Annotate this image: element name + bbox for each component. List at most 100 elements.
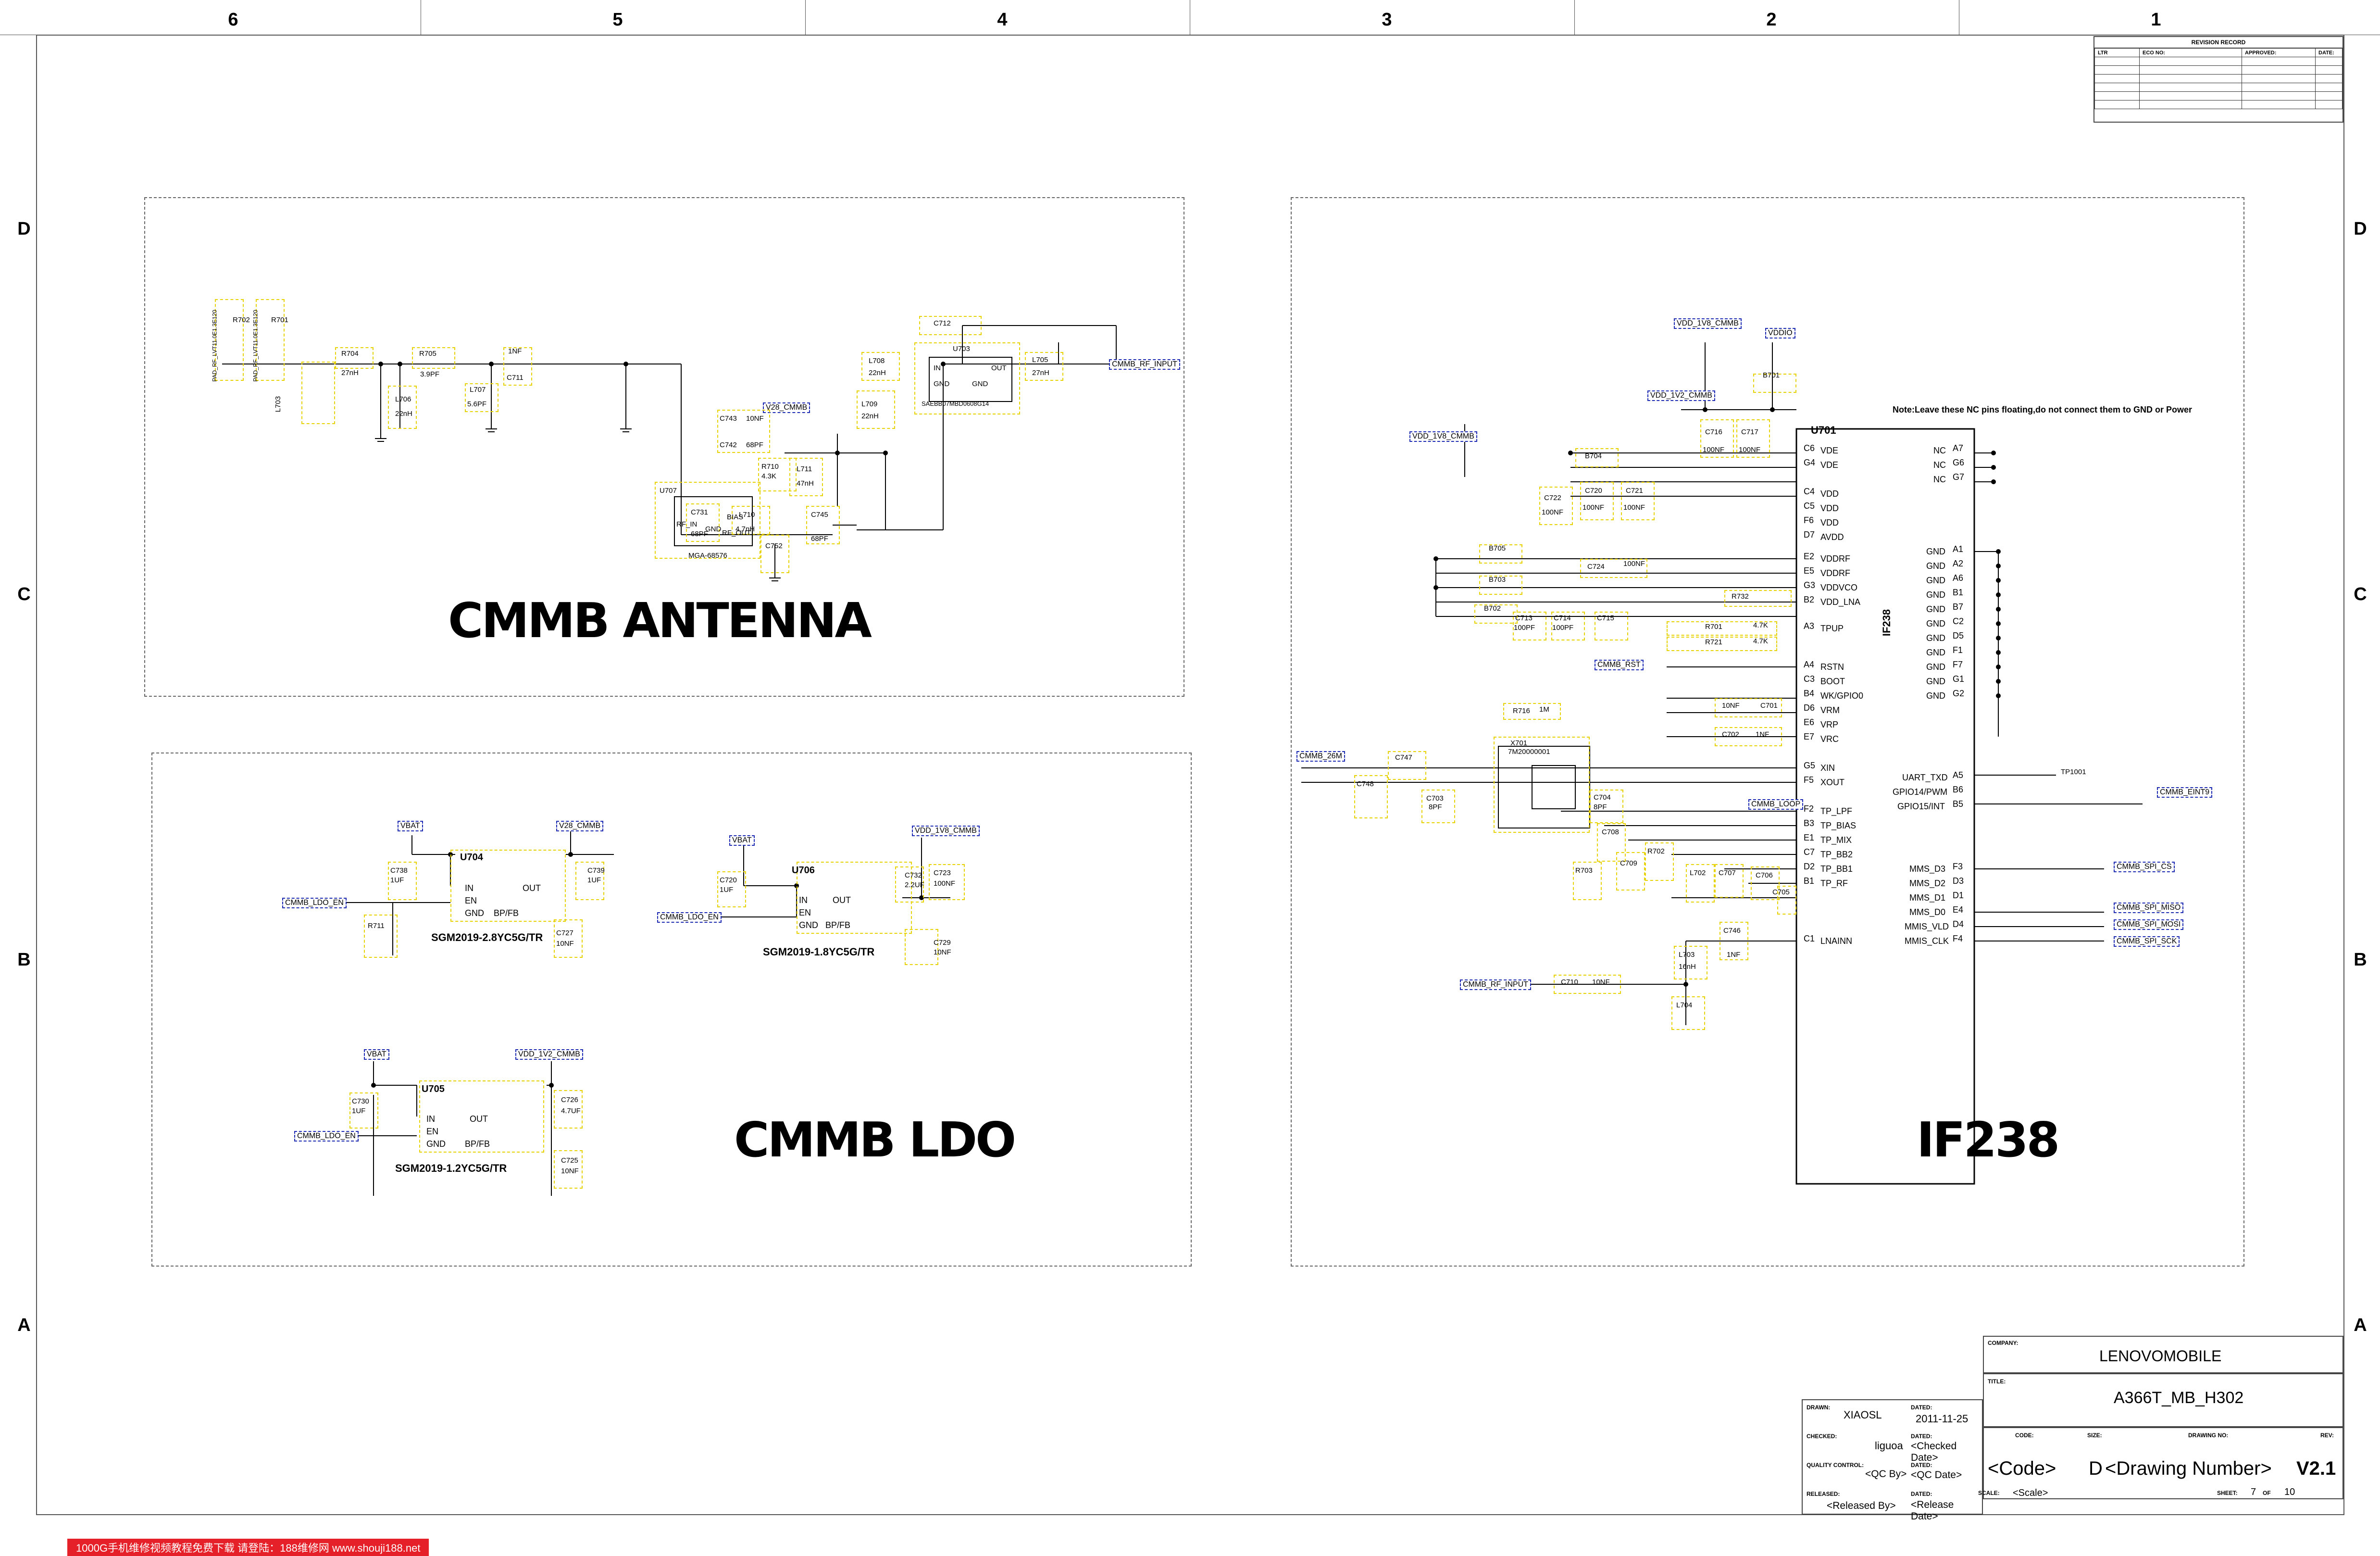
net-label: V28_CMMB <box>556 821 604 831</box>
title-label: TITLE: <box>1988 1378 2006 1385</box>
pin-ball: A7 <box>1953 443 1964 453</box>
pin-name: VDDRF <box>1820 568 1850 578</box>
qc-date: <QC Date> <box>1911 1469 1962 1481</box>
pin-name: AVDD <box>1820 532 1844 542</box>
net-label: VDD_1V8_CMMB <box>912 826 980 836</box>
capacitor <box>575 862 604 900</box>
inductor <box>861 352 900 381</box>
part-value: 1NF <box>508 347 522 355</box>
inductor <box>1674 946 1707 979</box>
row-label: A <box>17 1315 31 1335</box>
part-ref: C746 <box>1723 927 1741 935</box>
net-label: CMMB_LDO_EN <box>657 912 722 923</box>
drawing-no-label: DRAWING NO: <box>2188 1432 2229 1439</box>
antenna-section: PAD_RF_LVT11.0E1.3E120 PAD_RF_LVT11.0E1.… <box>144 197 1184 697</box>
test-point: TP1001 <box>2061 768 2086 776</box>
part-ref: C707 <box>1719 869 1736 877</box>
lna-ic <box>655 482 760 559</box>
net-label: CMMB_SPI_SCK <box>2114 936 2180 947</box>
drawn-label: DRAWN: <box>1807 1404 1831 1411</box>
part-value: 8PF <box>1429 803 1442 811</box>
ic-pin: IN <box>465 883 474 893</box>
zone-divider <box>1574 0 1575 35</box>
ic-pin: BIAS <box>727 513 744 521</box>
rev-col: LTR <box>2094 48 2140 57</box>
pin-ball: D7 <box>1804 530 1815 540</box>
row-label: B <box>17 950 31 970</box>
net-label: VDD_1V2_CMMB <box>1647 390 1715 401</box>
pin-name: MMS_D2 <box>1909 878 1946 888</box>
ferrite-bead <box>1479 544 1522 564</box>
rev-col: APPROVED: <box>2242 48 2316 57</box>
pin-ball: F2 <box>1804 804 1814 814</box>
section-title: CMMB LDO <box>734 1112 1016 1168</box>
net-label: CMMB_RST <box>1595 660 1644 670</box>
part-ref: B701 <box>1763 371 1780 379</box>
pin-ball: D2 <box>1804 862 1815 871</box>
capacitor <box>717 871 746 907</box>
ferrite-bead <box>1753 374 1796 393</box>
pin-ball: A6 <box>1953 573 1964 583</box>
pin-ball: E1 <box>1804 833 1815 842</box>
ldo-part: SGM2019-1.2YC5G/TR <box>395 1162 507 1174</box>
capacitor <box>554 1150 583 1189</box>
ic-label: IF238 <box>1881 609 1893 637</box>
pin-ball: B1 <box>1953 588 1964 597</box>
part-value: 68PF <box>811 535 828 543</box>
ic-pin: GND <box>465 908 484 918</box>
pin-name: GND <box>1926 547 1945 556</box>
ic-pin: BP/FB <box>465 1139 490 1149</box>
title-block-company: COMPANY: LENOVOMOBILE <box>1983 1336 2343 1373</box>
part-ref: C708 <box>1602 828 1619 836</box>
pin-ball: E2 <box>1804 552 1815 561</box>
row-label: D <box>2354 219 2367 239</box>
size-value: D <box>2089 1458 2103 1479</box>
ic-pin: OUT <box>991 364 1007 372</box>
pin-ball: C2 <box>1953 616 1964 626</box>
pin-name: UART_TXD <box>1902 773 1948 782</box>
watermark-banner: 1000G手机维修视频教程免费下载 请登陆：188维修网 www.shouji1… <box>67 1539 429 1556</box>
part-ref: B702 <box>1484 604 1501 613</box>
ic-part: SAEBB07MBD0608G14 <box>922 400 989 407</box>
part-value: 100NF <box>1703 446 1725 454</box>
ic-part: MGA-68576 <box>688 552 727 560</box>
part-value: 68PF <box>746 441 763 449</box>
pin-name: MMS_D3 <box>1909 864 1946 874</box>
part-ref: R716 <box>1513 707 1530 715</box>
part-value: 4.7K <box>1753 621 1768 629</box>
capacitor <box>349 1092 378 1129</box>
qc-label: QUALITY CONTROL: <box>1807 1462 1864 1468</box>
pin-ball: D3 <box>1953 876 1964 886</box>
part-ref: R705 <box>419 350 436 358</box>
crystal-part: 7M20000001 <box>1508 748 1550 756</box>
row-label: C <box>17 584 31 604</box>
part-ref: C743 <box>720 414 737 423</box>
pin-name: VDE <box>1820 446 1839 455</box>
part-value: 27nH <box>341 369 359 377</box>
pin-ball: D5 <box>1953 631 1964 640</box>
pin-name: TP_MIX <box>1820 835 1852 845</box>
released-date: <Release Date> <box>1911 1499 1954 1522</box>
capacitor <box>412 347 455 369</box>
capacitor <box>905 929 938 965</box>
antenna-wiring <box>222 325 1152 581</box>
pin-ball: C5 <box>1804 501 1815 511</box>
pin-name: GND <box>1926 590 1945 600</box>
part-ref: U704 <box>460 852 483 863</box>
part-ref: C720 <box>720 876 737 884</box>
part-ref: C721 <box>1626 487 1643 495</box>
capacitor <box>929 864 965 900</box>
resistor <box>1667 637 1777 651</box>
part-ref: L703 <box>1679 951 1695 959</box>
pin-ball: F5 <box>1804 775 1814 785</box>
part-ref: C727 <box>556 929 573 937</box>
pin-ball: B3 <box>1804 818 1815 828</box>
scale-label: SCALE: <box>1978 1490 2000 1496</box>
section-title: IF238 <box>1917 1112 2060 1168</box>
capacitor <box>1590 790 1623 823</box>
capacitor <box>1513 612 1546 640</box>
part-ref: C729 <box>934 939 951 947</box>
pin-ball: G3 <box>1804 580 1816 590</box>
part-ref: C748 <box>1357 780 1374 788</box>
capacitor <box>717 410 770 453</box>
